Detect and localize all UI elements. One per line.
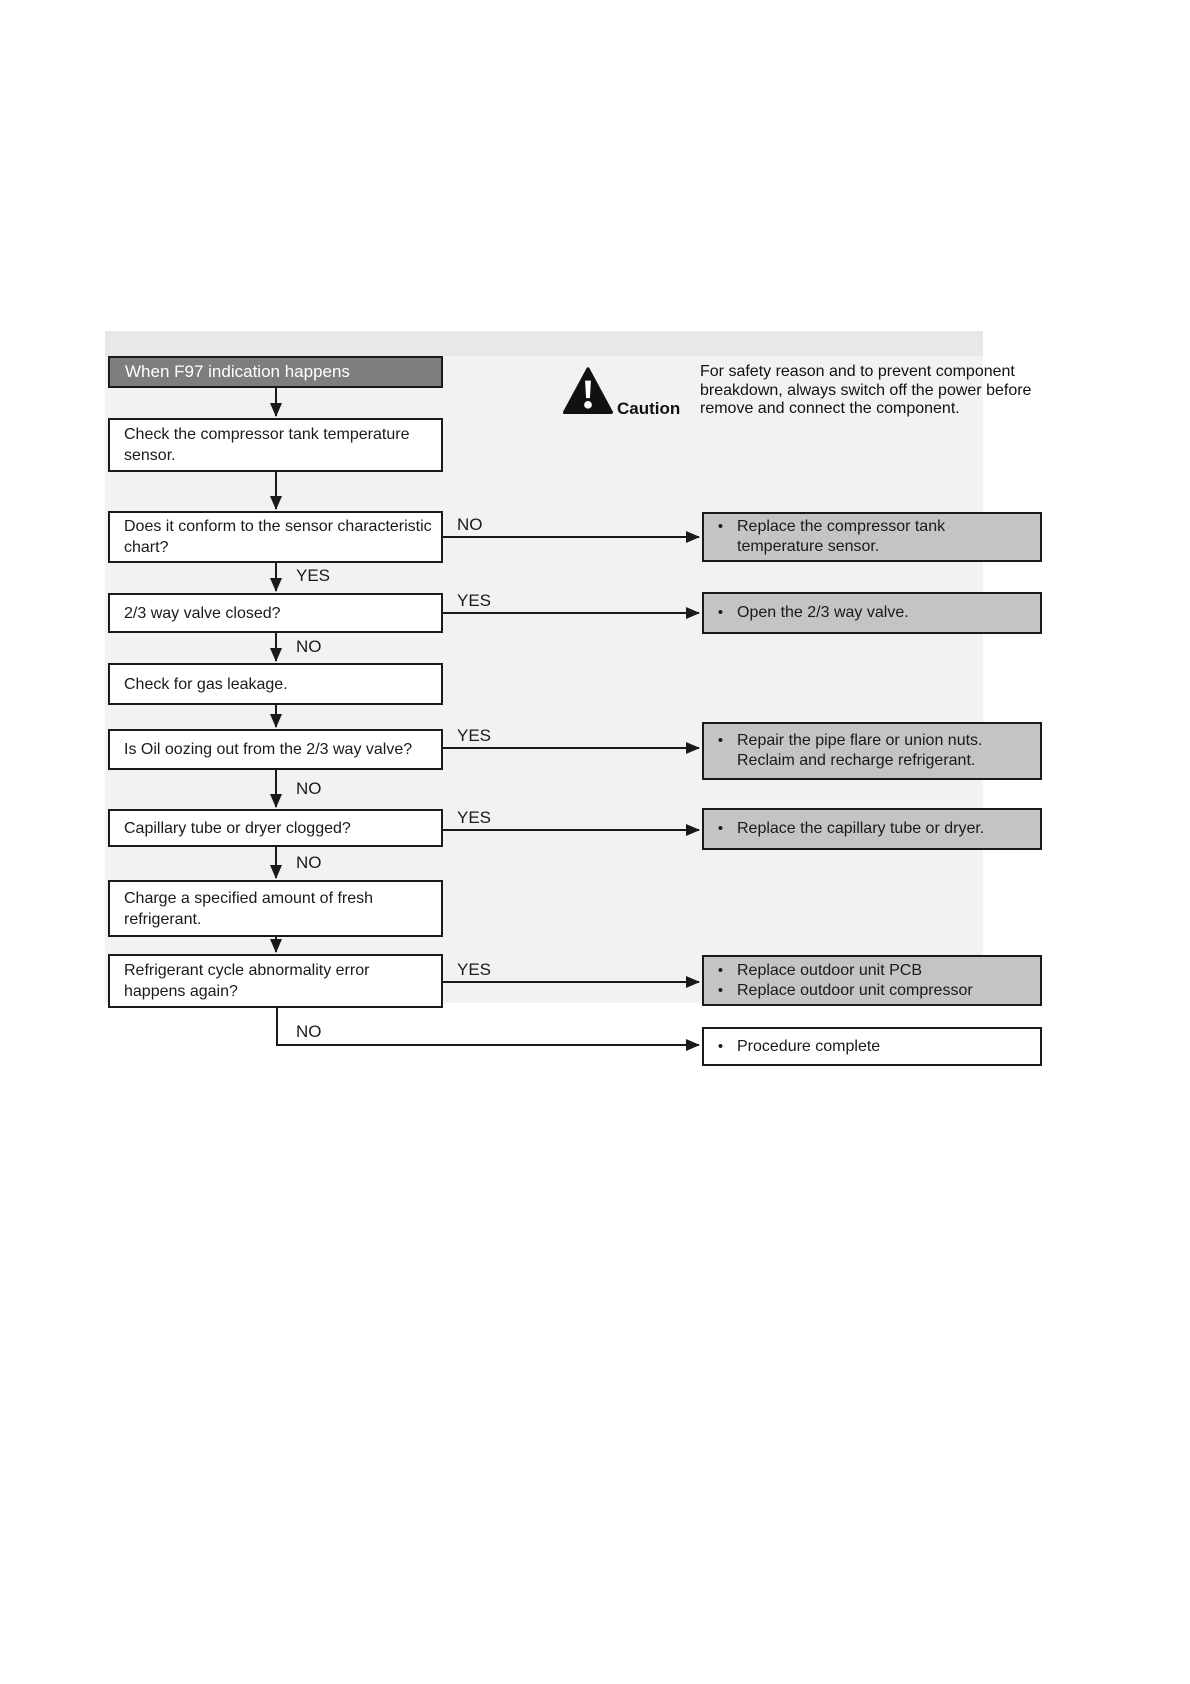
caution-triangle-icon <box>563 367 613 414</box>
figure-background-band <box>105 331 983 356</box>
branch-label-yes: YES <box>457 808 492 827</box>
action-text: Replace outdoor unit compressor <box>737 981 973 999</box>
flow-step-text: Does it conform to the sensor characteri… <box>124 518 432 556</box>
flow-step-text: Check the compressor tank temperature se… <box>124 426 410 464</box>
flow-step-gas-leakage: Check for gas leakage. <box>108 663 443 705</box>
flow-step-error-again: Refrigerant cycle abnormality error happ… <box>108 954 443 1008</box>
action-open-valve: • Open the 2/3 way valve. <box>702 592 1042 634</box>
branch-label-yes: YES <box>457 960 492 979</box>
bullet-icon: • <box>717 1037 724 1055</box>
action-text: Replace outdoor unit PCB <box>737 961 922 979</box>
action-text: Repair the pipe flare or union nuts. Rec… <box>737 732 983 769</box>
flow-start-title: When F97 indication happens <box>108 356 443 388</box>
bullet-icon: • <box>717 961 724 979</box>
action-replace-capillary: • Replace the capillary tube or dryer. <box>702 808 1042 850</box>
action-replace-sensor: • Replace the compressor tank temperatur… <box>702 512 1042 562</box>
action-replace-pcb-compressor: • Replace outdoor unit PCB • Replace out… <box>702 955 1042 1006</box>
flow-step-text: Check for gas leakage. <box>124 675 288 693</box>
branch-label-no: NO <box>296 637 322 656</box>
flow-step-charge-refrigerant: Charge a specified amount of fresh refri… <box>108 880 443 937</box>
flow-step-text: Capillary tube or dryer clogged? <box>124 819 351 837</box>
branch-label-no: NO <box>296 1022 322 1041</box>
bullet-icon: • <box>717 604 724 621</box>
action-text: Procedure complete <box>737 1037 881 1055</box>
action-text: Open the 2/3 way valve. <box>737 604 909 621</box>
flow-step-check-sensor: Check the compressor tank temperature se… <box>108 418 443 472</box>
flow-step-capillary-clogged: Capillary tube or dryer clogged? <box>108 809 443 847</box>
flow-step-text: Is Oil oozing out from the 2/3 way valve… <box>124 741 413 758</box>
flow-step-valve-closed: 2/3 way valve closed? <box>108 593 443 633</box>
flow-step-text: Refrigerant cycle abnormality error happ… <box>124 962 370 1000</box>
branch-label-yes: YES <box>457 726 492 745</box>
flow-step-oil-oozing: Is Oil oozing out from the 2/3 way valve… <box>108 729 443 770</box>
caution-text: For safety reason and to prevent compone… <box>700 363 1032 417</box>
bullet-icon: • <box>717 820 724 837</box>
branch-label-no: NO <box>457 515 483 534</box>
flow-step-text: 2/3 way valve closed? <box>124 604 281 622</box>
action-repair-pipe: • Repair the pipe flare or union nuts. R… <box>702 722 1042 780</box>
bullet-icon: • <box>717 732 724 749</box>
action-procedure-complete: • Procedure complete <box>702 1027 1042 1066</box>
branch-label-no: NO <box>296 853 322 872</box>
bullet-icon: • <box>717 518 724 535</box>
flow-start-title-text: When F97 indication happens <box>125 362 350 381</box>
flow-step-text: Charge a specified amount of fresh refri… <box>124 889 374 928</box>
branch-label-yes: YES <box>457 591 492 610</box>
branch-label-yes: YES <box>296 566 331 585</box>
bullet-icon: • <box>717 981 724 999</box>
branch-label-no: NO <box>296 779 322 798</box>
caution-label: Caution <box>617 399 681 418</box>
action-text: Replace the capillary tube or dryer. <box>737 820 985 837</box>
flow-step-conform-chart: Does it conform to the sensor characteri… <box>108 511 443 563</box>
action-text: Replace the compressor tank temperature … <box>737 518 946 555</box>
